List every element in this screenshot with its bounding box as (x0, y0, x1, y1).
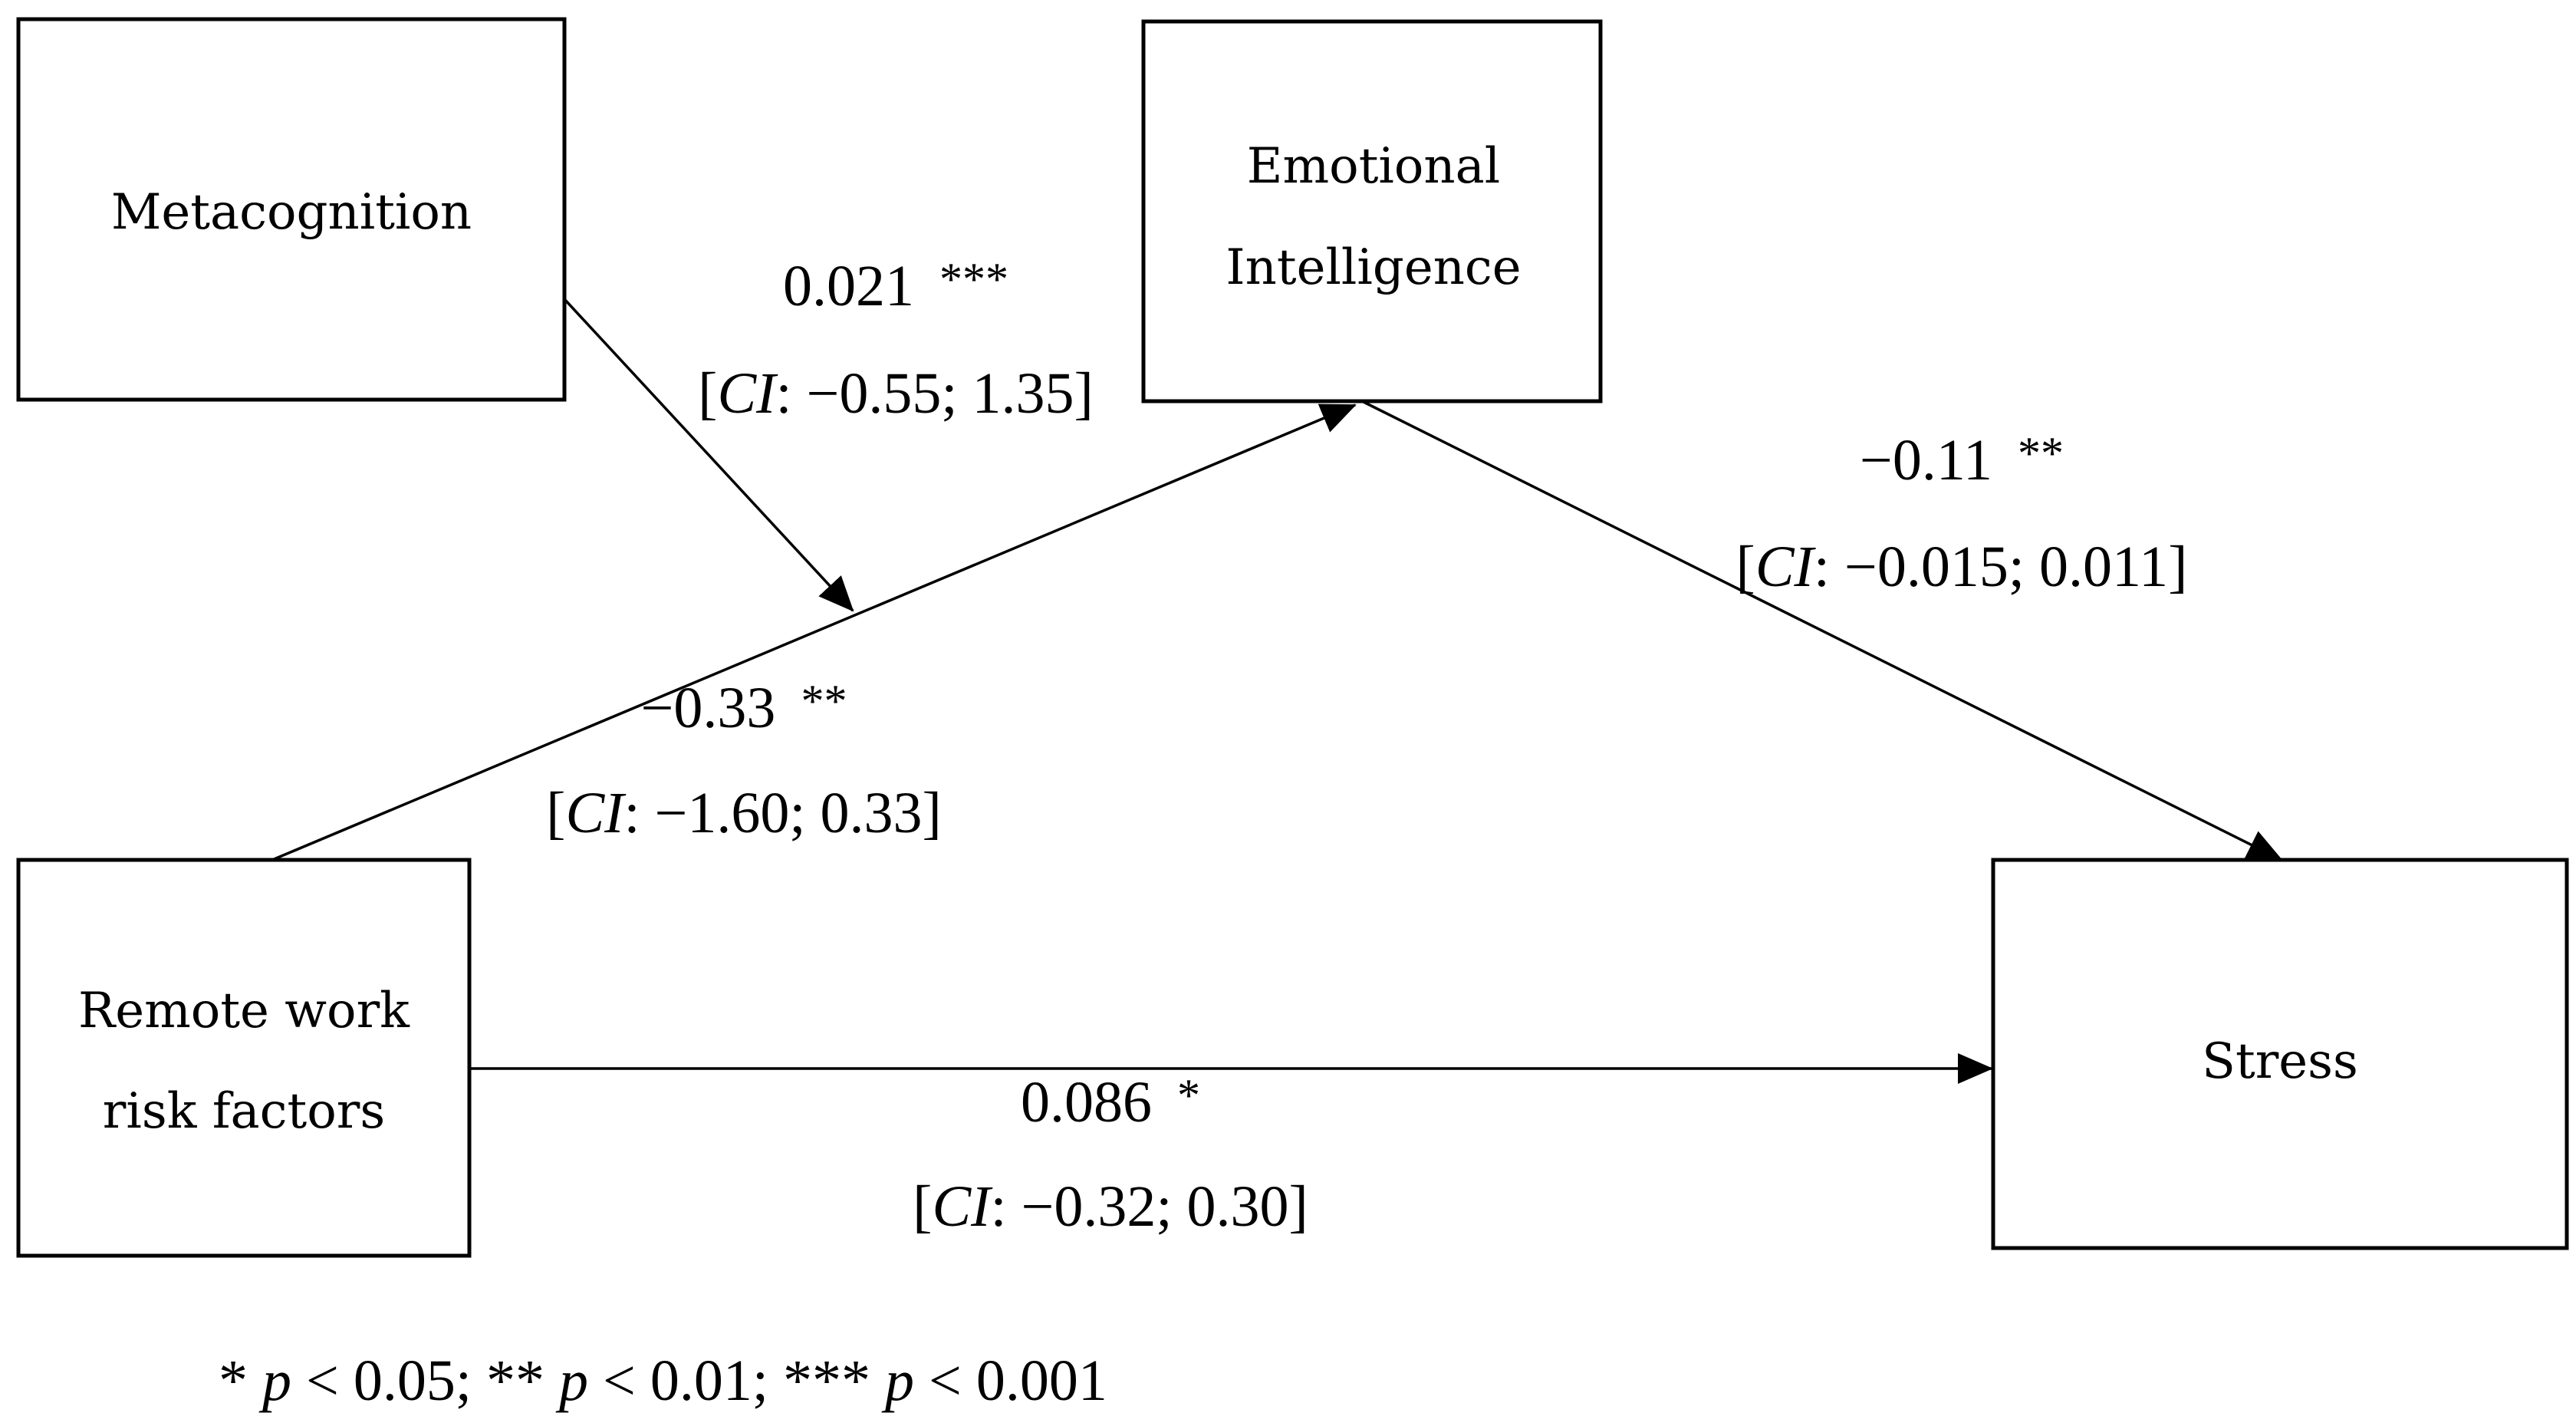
node-emotional-intelligence-box (1141, 19, 1603, 403)
b-path-ci-values: : −0.015; 0.011] (1814, 535, 2188, 599)
a-path-ci-label: CI (565, 781, 627, 845)
node-remote-work-label-line1: Remote work (78, 983, 410, 1039)
c-path-ci-open: [ (913, 1174, 932, 1239)
node-metacognition-box (16, 17, 567, 402)
c-path-coef-value: 0.086 (1021, 1070, 1152, 1135)
a-path-coefficient: −0.33 ** (641, 676, 847, 740)
node-emotional-intelligence-label-line2: Intelligence (1225, 239, 1521, 296)
b-path-coef-sig: ** (2018, 428, 2064, 479)
node-metacognition-label: Metacognition (111, 184, 472, 241)
a-path-coef-sig: ** (801, 676, 847, 726)
b-path-ci-open: [ (1736, 535, 1755, 599)
node-remote-work-label-line2: risk factors (103, 1083, 385, 1140)
arrow-metacognition-to-a-path (563, 298, 854, 612)
moderation-path-coefficient: 0.021 *** (783, 254, 1008, 318)
footnote-p2: p (555, 1349, 588, 1413)
node-stress-label: Stress (2202, 1033, 2358, 1090)
moderation-ci-values: : −0.55; 1.35] (775, 361, 1093, 426)
footnote-text3: < 0.001 (914, 1349, 1107, 1413)
footnote-p1: p (258, 1349, 291, 1413)
moderation-ci-open: [ (698, 361, 717, 426)
footnote-text1: < 0.05; ** (291, 1349, 559, 1413)
footnote-p3: p (881, 1349, 914, 1413)
moderation-ci-label: CI (717, 361, 778, 426)
node-emotional-intelligence-label-line1: Emotional (1247, 138, 1501, 195)
significance-footnote: * p < 0.05; ** p < 0.01; *** p < 0.001 (219, 1349, 1107, 1413)
c-path-coef-sig: * (1177, 1070, 1200, 1121)
c-path-ci: [CI: −0.32; 0.30] (913, 1174, 1308, 1239)
a-path-ci: [CI: −1.60; 0.33] (546, 781, 942, 845)
node-remote-work-box (16, 858, 472, 1258)
footnote-text2: < 0.01; *** (588, 1349, 885, 1413)
arrow-remote-work-to-emotional-intelligence (271, 403, 1357, 861)
b-path-ci-label: CI (1755, 535, 1817, 599)
node-stress-box (1991, 858, 2569, 1250)
arrow-emotional-intelligence-to-stress (1361, 400, 2283, 861)
b-path-ci: [CI: −0.015; 0.011] (1736, 535, 2188, 599)
c-path-coefficient: 0.086 * (1021, 1070, 1200, 1135)
a-path-ci-values: : −1.60; 0.33] (623, 781, 941, 845)
footnote-star1: * (219, 1349, 262, 1413)
c-path-ci-label: CI (932, 1174, 993, 1239)
moderation-coef-sig: *** (939, 254, 1008, 305)
a-path-coef-value: −0.33 (641, 676, 776, 740)
c-path-ci-values: : −0.32; 0.30] (990, 1174, 1308, 1239)
b-path-coefficient: −0.11 ** (1860, 428, 2064, 492)
b-path-coef-value: −0.11 (1860, 428, 1992, 492)
a-path-ci-open: [ (546, 781, 565, 845)
moderation-coef-value: 0.021 (783, 254, 914, 318)
moderation-path-ci: [CI: −0.55; 1.35] (698, 361, 1094, 426)
